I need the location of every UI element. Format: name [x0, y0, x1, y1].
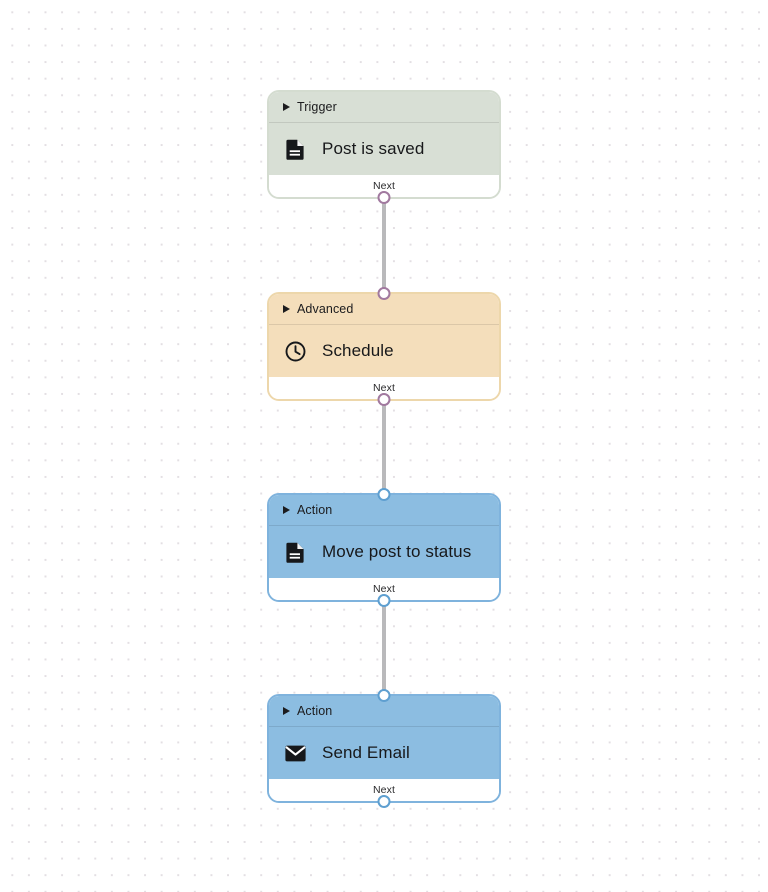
node-next-label: Next [373, 180, 395, 192]
clock-icon [285, 341, 306, 362]
workflow-edge[interactable] [382, 395, 386, 493]
node-category-label: Advanced [297, 302, 354, 316]
chevron-right-icon[interactable] [283, 707, 290, 715]
node-output-port[interactable] [377, 594, 391, 607]
envelope-icon [285, 743, 306, 764]
node-title-label: Move post to status [322, 542, 472, 561]
document-icon [285, 542, 306, 563]
node-next-label: Next [373, 784, 395, 796]
node-output-port[interactable] [377, 393, 391, 406]
node-body-trigger-post-is-saved[interactable]: Post is saved [269, 122, 499, 175]
node-header-trigger-post-is-saved[interactable]: Trigger [269, 92, 499, 122]
node-input-port[interactable] [377, 488, 391, 501]
node-output-port[interactable] [377, 191, 391, 204]
node-body-advanced-schedule[interactable]: Schedule [269, 324, 499, 377]
node-title-label: Send Email [322, 743, 410, 762]
node-input-port[interactable] [377, 287, 391, 300]
node-next-footer[interactable]: Next [269, 175, 499, 197]
node-title-label: Schedule [322, 341, 394, 360]
node-output-port[interactable] [377, 795, 391, 808]
chevron-right-icon[interactable] [283, 506, 290, 514]
node-next-footer[interactable]: Next [269, 377, 499, 399]
node-category-label: Action [297, 503, 333, 517]
node-body-action-move-post-to-status[interactable]: Move post to status [269, 525, 499, 578]
chevron-right-icon[interactable] [283, 305, 290, 313]
node-header-action-send-email[interactable]: Action [269, 696, 499, 726]
node-category-label: Trigger [297, 100, 337, 114]
workflow-edge[interactable] [382, 194, 386, 292]
node-next-footer[interactable]: Next [269, 779, 499, 801]
node-input-port[interactable] [377, 689, 391, 702]
node-header-action-move-post-to-status[interactable]: Action [269, 495, 499, 525]
document-icon [285, 139, 306, 160]
node-body-action-send-email[interactable]: Send Email [269, 726, 499, 779]
node-title-label: Post is saved [322, 139, 425, 158]
node-next-label: Next [373, 583, 395, 595]
workflow-edge[interactable] [382, 596, 386, 694]
node-next-label: Next [373, 382, 395, 394]
node-next-footer[interactable]: Next [269, 578, 499, 600]
chevron-right-icon[interactable] [283, 103, 290, 111]
node-category-label: Action [297, 704, 333, 718]
